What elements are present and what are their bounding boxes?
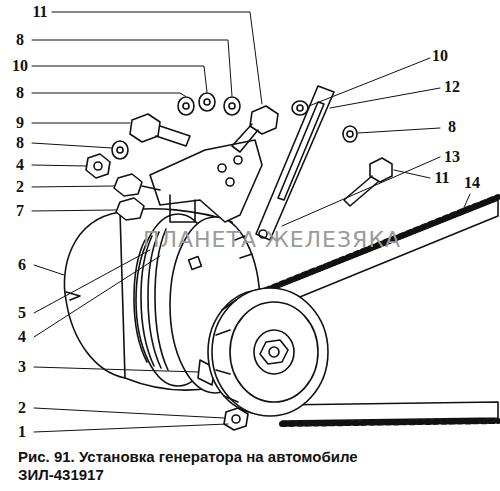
drawing-stroke	[330, 88, 440, 108]
callout-number: 8	[14, 31, 26, 49]
callout-number: 3	[16, 358, 28, 376]
drawing-stroke	[32, 210, 116, 211]
washer	[178, 97, 194, 115]
callout-number: 13	[442, 148, 462, 166]
callout-number: 1	[16, 423, 28, 441]
callout-number: 11	[432, 169, 451, 187]
drawing-stroke	[269, 347, 279, 357]
callout-number: 6	[16, 256, 28, 274]
drawing-stroke	[52, 12, 262, 104]
callout-number: 8	[14, 134, 26, 152]
callout-number: 8	[14, 84, 26, 102]
callout-number: 14	[462, 174, 482, 192]
drawing-stroke	[256, 86, 334, 240]
callout-number: 11	[30, 3, 49, 21]
mount-bracket	[150, 140, 262, 222]
drawing-stroke	[212, 288, 328, 416]
drawing-stroke	[297, 105, 303, 111]
drawing-stroke	[114, 174, 142, 196]
drawing-stroke	[150, 140, 262, 222]
washer	[343, 126, 357, 142]
drawing-stroke	[32, 12, 498, 432]
callout-number: 10	[430, 47, 450, 65]
drawing-stroke	[250, 106, 278, 134]
lower-bolt	[224, 408, 248, 430]
callout-number: 8	[446, 118, 458, 136]
drawing-stroke	[462, 194, 470, 212]
drawing-stroke	[394, 170, 430, 178]
drawing-stroke	[130, 114, 160, 142]
ear-bolt	[114, 174, 160, 220]
drawing-stroke	[232, 415, 240, 423]
watermark: ПЛАНЕТА ЖЕЛЕЗЯКА	[143, 229, 401, 251]
figure-caption: Рис. 91. Установка генератора на автомоб…	[18, 448, 358, 484]
drawing-stroke	[34, 265, 64, 275]
drawing-stroke	[34, 250, 150, 313]
drawing-stroke	[309, 58, 430, 106]
drawing-stroke	[183, 103, 189, 109]
nut	[86, 154, 110, 178]
pulley	[208, 288, 328, 416]
callout-number: 4	[16, 328, 28, 346]
drawing-stroke	[234, 156, 242, 164]
drawing-stroke	[32, 40, 232, 96]
washer	[199, 93, 215, 111]
callout-number: 4	[14, 156, 26, 174]
drawing-stroke	[230, 302, 318, 402]
callout-number: 10	[10, 57, 30, 75]
bolt-11	[344, 158, 392, 206]
drawing-stroke	[260, 340, 288, 364]
drawing-stroke	[278, 402, 498, 421]
leader-lines	[32, 12, 470, 432]
drawing-stroke	[32, 123, 130, 124]
washer	[112, 141, 128, 159]
drawing-stroke	[32, 143, 112, 148]
bolt-11	[232, 106, 278, 152]
washer	[292, 101, 308, 115]
drawing-stroke	[142, 186, 160, 190]
drawing-stroke	[94, 162, 102, 170]
drawing-stroke	[170, 195, 195, 222]
drawing-stroke	[229, 103, 235, 109]
callout-number: 9	[14, 114, 26, 132]
drawing-stroke	[282, 421, 498, 424]
callout-number: 12	[442, 78, 462, 96]
drawing-stroke	[66, 292, 80, 300]
drawing-stroke	[232, 124, 258, 152]
drawing-stroke	[218, 164, 226, 172]
drawing-stroke	[189, 257, 202, 270]
drawing-stroke	[204, 99, 210, 105]
drawing-stroke	[32, 93, 185, 96]
drawing-stroke	[34, 256, 160, 337]
drawing-stroke	[34, 367, 198, 372]
callout-number: 2	[16, 399, 28, 417]
drawing-stroke	[32, 165, 86, 166]
drawing-stroke	[282, 157, 440, 226]
drawing-stroke	[358, 128, 440, 133]
drawing-stroke	[262, 200, 498, 310]
callout-number: 2	[14, 178, 26, 196]
drawing-stroke	[156, 126, 190, 146]
washer	[224, 97, 240, 115]
drawing-stroke	[34, 408, 224, 418]
drawing-stroke	[226, 178, 234, 186]
drawing-stroke	[32, 66, 207, 92]
drawing-stroke	[34, 424, 228, 432]
drawing-stroke	[347, 131, 353, 137]
callout-number: 7	[14, 202, 26, 220]
drawing-stroke	[370, 158, 392, 182]
drawing-stroke	[64, 212, 125, 378]
drawing-stroke	[116, 198, 144, 220]
drawing-stroke	[224, 408, 248, 430]
drawing-stroke	[32, 186, 114, 187]
adjusting-strap	[256, 86, 334, 240]
callout-number: 5	[16, 304, 28, 322]
washer	[117, 147, 123, 153]
bolt-9	[130, 114, 190, 146]
drawing-stroke	[278, 102, 324, 200]
drawing-stroke	[254, 330, 294, 374]
